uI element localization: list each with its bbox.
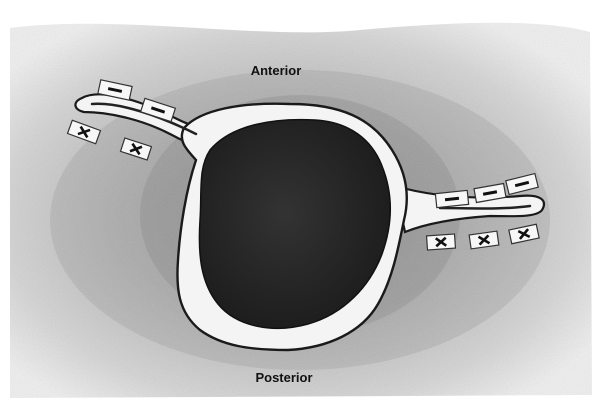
cell-marker [435,190,468,207]
label-posterior: Posterior [255,370,312,385]
label-anterior: Anterior [251,63,302,78]
cell-marker [427,234,456,250]
